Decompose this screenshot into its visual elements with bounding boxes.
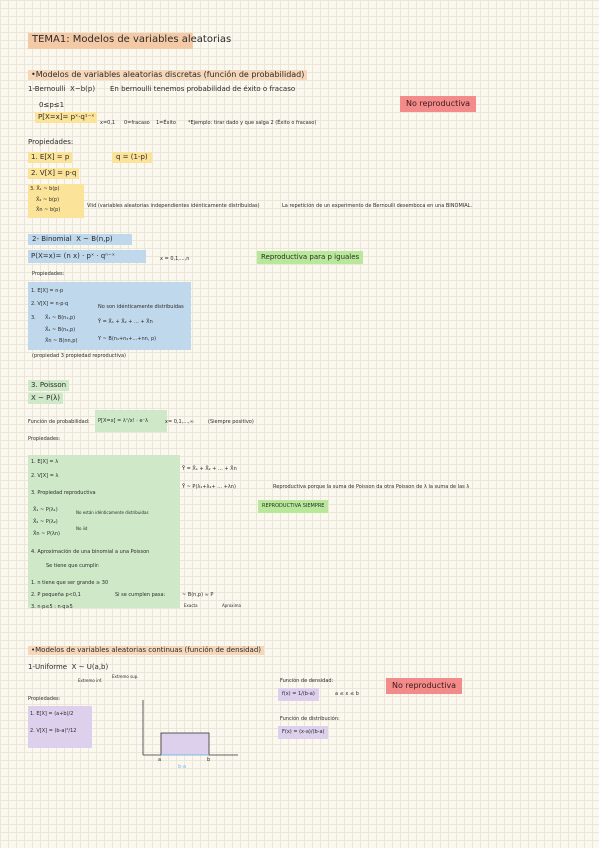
uniform-badge: No reproductiva — [386, 678, 463, 694]
uniform-a-label: Extremo inf. — [78, 678, 103, 683]
page-title: TEMA1: Modelos de variables aleatorias — [28, 33, 231, 49]
binomial-prop-3a: X̄₁ ~ B(n₁,p) — [45, 315, 76, 321]
poisson-sum-dist: Ȳ ~ P(λ₁+λ₂+ ... +λn) — [182, 484, 236, 490]
binomial-sum-dist: Y ~ B(n₁+n₂+...+nn, p) — [98, 336, 157, 342]
continuous-header: •Modelos de variables aleatorias continu… — [28, 646, 264, 655]
bernoulli-prop-2: 2. V[X] = p·q — [28, 168, 80, 179]
poisson-prop-3b: X̄₂ ~ P(λ₂) — [33, 519, 58, 525]
poisson-prop-1: 1. E[X] = λ — [31, 459, 59, 465]
sketch-a-label: a — [158, 757, 162, 763]
bernoulli-prop-3b: X̄₂ ~ b(p) — [36, 197, 60, 203]
binomial-x-values: x = 0,1,...,n — [160, 256, 190, 262]
poisson-approx: ~ B(n,p) ≈ P — [182, 592, 214, 598]
poisson-notation: X ~ P(λ) — [28, 393, 63, 404]
bernoulli-rep-note: La repetición de un experimento de Berno… — [282, 203, 473, 209]
bernoulli-range: 0≤p≤1 — [39, 101, 65, 109]
poisson-cond-1: 1. n tiene que ser grande ≥ 30 — [31, 580, 109, 586]
poisson-prop-4: 4. Aproximación de una binomial a una Po… — [31, 549, 150, 555]
poisson-fp-label: Función de probabilidad: — [28, 419, 90, 425]
poisson-if-met: Si se cumplen pasa: — [115, 592, 166, 598]
bernoulli-x0: 0=fracaso — [124, 120, 150, 126]
bernoulli-q-def: q = (1-p) — [112, 152, 152, 163]
poisson-sum: Ȳ = X̄₁ + X̄₂ + ... + X̄n — [182, 466, 237, 472]
poisson-cond-2: 2. P pequeña p<0,1 — [31, 592, 81, 598]
discrete-header: •Modelos de variables aleatorias discret… — [28, 70, 308, 80]
bernoulli-badge: No reproductiva — [400, 96, 477, 112]
binomial-prop-1: 1. E[X] = n·p — [31, 288, 64, 294]
poisson-props-box: 1. E[X] = λ 2. V[X] = λ 3. Propiedad rep… — [28, 455, 180, 610]
sketch-density-rect — [160, 732, 210, 756]
poisson-rep-note: Reproductiva porque la suma de Poisson d… — [273, 484, 470, 490]
binomial-props-label: Propiedades: — [32, 271, 65, 277]
poisson-x-values: x= 0,1,...,∞ — [165, 419, 194, 425]
poisson-badge: REPRODUCTIVA SIEMPRE — [258, 500, 329, 513]
binomial-title: 2- Binomial X ~ B(n,p) — [28, 234, 132, 245]
binomial-formula: P(X=x)= (n x) · pˣ · qⁿ⁻ˣ — [28, 250, 146, 263]
poisson-prop-4-intro: Se tiene que cumplir: — [46, 563, 100, 569]
binomial-prop-2: 2. V[X] = n·p·q — [31, 301, 69, 307]
bernoulli-desc: En bernoulli tenemos probabilidad de éxi… — [110, 85, 296, 93]
poisson-prop-3: 3. Propiedad reproductiva — [31, 490, 96, 496]
bernoulli-x1: 1=Éxito — [156, 120, 176, 126]
uniform-fdist: F(x) = (x-a)/(b-a) — [278, 726, 329, 739]
binomial-prop-3: 3. — [31, 315, 36, 321]
bernoulli-prop-3-box: 3. X̄₁ ~ b(p) X̄₂ ~ b(p) X̄n ~ b(p) — [28, 184, 84, 218]
bernoulli-example: *Ejemplo: tirar dado y que salga 2 (Éxit… — [188, 120, 317, 126]
bernoulli-props-label: Propiedades: — [28, 138, 74, 146]
bernoulli-prop-1: 1. E[X] = p — [28, 152, 73, 163]
sketch-ba-label: b-a — [178, 764, 187, 770]
poisson-prop-3c: X̄n ~ P(λn) — [33, 531, 61, 537]
uniform-prop-2: 2. V[X] = (b-a)²/12 — [30, 728, 77, 734]
poisson-prop-3-note-2: No iid — [76, 526, 88, 531]
sketch-b-label: b — [207, 757, 211, 763]
bernoulli-x-values: x=0,1 — [100, 120, 116, 126]
uniform-fd-label: Función de densidad: — [280, 678, 334, 684]
poisson-prop-2: 2. V[X] = λ — [31, 473, 59, 479]
binomial-not-iid: No son idénticamente distribuidas — [98, 304, 184, 310]
uniform-fdist-label: Función de distribución: — [280, 716, 340, 722]
binomial-foot: (propiedad 3 propiedad reproductiva) — [32, 353, 126, 359]
poisson-formula: P[X=x] = λˣ/x! · e⁻λ — [95, 410, 167, 432]
bernoulli-viid: Viid (variables aleatorias independiente… — [87, 203, 260, 209]
poisson-cond-3: 3. n·p≤5 : n·q≥5 — [31, 604, 73, 610]
binomial-prop-3b: X̄₂ ~ B(n₂,p) — [45, 327, 76, 333]
poisson-prop-3a: X̄₁ ~ P(λ₁) — [33, 507, 58, 513]
poisson-approx-exact: Exacta — [184, 603, 198, 608]
binomial-prop-3c: X̄n ~ B(nn,p) — [45, 338, 78, 344]
uniform-title: 1-Uniforme X ~ U(a,b) — [28, 663, 109, 671]
uniform-props-label: Propiedades: — [28, 696, 61, 702]
bernoulli-formula: P[X=x]= pˣ·q¹⁻ˣ — [35, 112, 98, 123]
bernoulli-prop-3c: X̄n ~ b(p) — [36, 207, 61, 213]
uniform-fd: f(x) = 1/(b-a) — [278, 688, 319, 701]
poisson-approx-approx: Aproxima — [222, 603, 241, 608]
uniform-fd-range: a ≤ x ≤ b — [335, 691, 359, 697]
binomial-badge: Reproductiva para p iguales — [257, 251, 364, 264]
bernoulli-prop-3a: 3. X̄₁ ~ b(p) — [30, 186, 60, 192]
uniform-b-label: Extremo sup. — [112, 674, 139, 679]
poisson-title: 3. Poisson — [28, 380, 70, 391]
uniform-props-box: 1. E[X] = (a+b)/2 2. V[X] = (b-a)²/12 — [28, 706, 92, 748]
bernoulli-title: 1-Bernoulli X~b(p) — [28, 85, 96, 93]
poisson-prop-3-note-1: No están idénticamente distribuidas — [76, 510, 149, 515]
binomial-sum: Ȳ = X̄₁ + X̄₂ + ... + X̄n — [98, 319, 153, 325]
poisson-props-label: Propiedades: — [28, 436, 61, 442]
uniform-prop-1: 1. E[X] = (a+b)/2 — [30, 711, 74, 717]
binomial-props-box: 1. E[X] = n·p 2. V[X] = n·p·q 3. X̄₁ ~ B… — [28, 282, 191, 350]
poisson-x-note: (Siempre positivo) — [208, 419, 254, 425]
